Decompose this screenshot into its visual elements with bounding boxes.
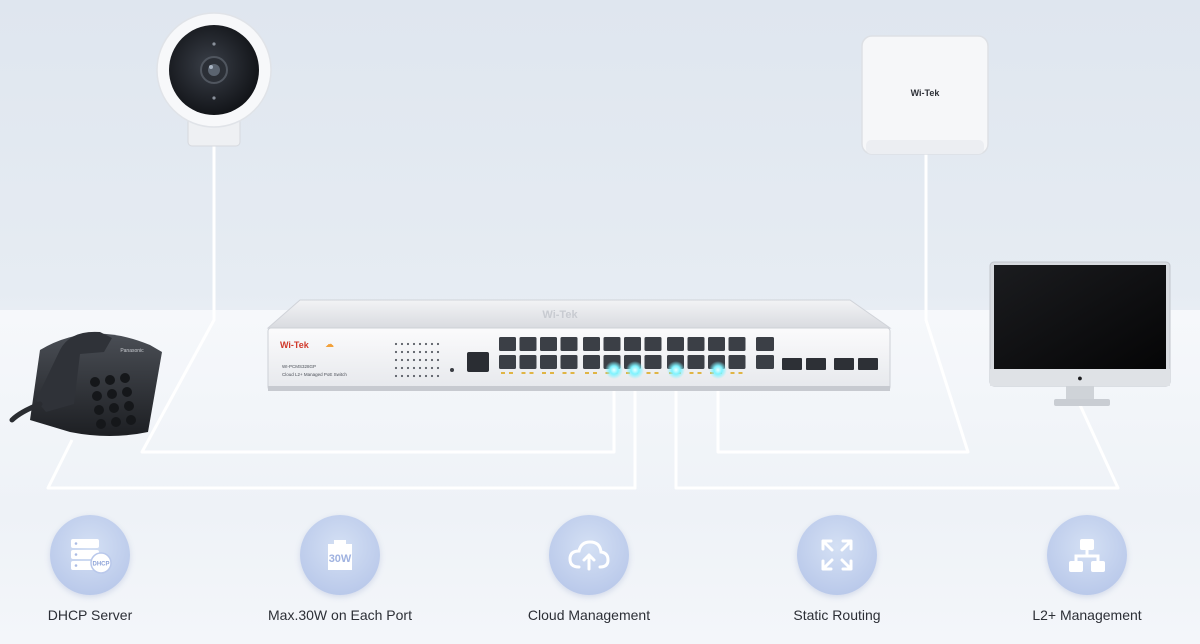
feature-l2-management: L2+ Management: [987, 515, 1187, 623]
rj45-port: [644, 355, 662, 369]
sfp-slot: [834, 358, 854, 370]
port-led: [593, 372, 597, 374]
rj45-port: [499, 337, 516, 351]
phone-brand: Panasonic: [120, 348, 144, 354]
rj45-port: [728, 355, 746, 369]
active-port-glow: [709, 361, 727, 379]
active-port-glow: [605, 361, 623, 379]
uplink-port: [756, 355, 774, 369]
sfp-slot: [806, 358, 826, 370]
power-30w-icon: 30W: [300, 515, 380, 595]
dhcp-badge-text: DHCP: [92, 562, 109, 568]
rj45-port: [667, 337, 684, 351]
power-badge-text: 30W: [329, 553, 352, 565]
active-port-glow: [667, 361, 685, 379]
rj45-port: [499, 355, 516, 369]
cloud-sync-icon: [549, 515, 629, 595]
phone-cable: [46, 374, 637, 490]
switch-top-brand: Wi-Tek: [542, 309, 578, 321]
access-point-cable: [716, 150, 970, 454]
desk-phone: Panasonic: [9, 331, 162, 436]
feature-label: Max.30W on Each Port: [268, 607, 412, 623]
rj45-port: [583, 337, 600, 351]
rj45-port: [687, 337, 705, 351]
port-led: [501, 372, 505, 374]
phone-keypad: [90, 373, 136, 429]
port-led: [689, 372, 694, 374]
feature-static-routing: Static Routing: [737, 515, 937, 623]
arrows-expand-icon: [797, 515, 877, 595]
switch-model: WI-PCMS328GP: [282, 364, 316, 369]
camera-cable: [140, 140, 616, 454]
port-led: [529, 372, 534, 374]
console-port: [467, 352, 489, 372]
rj45-port: [560, 355, 578, 369]
port-led: [585, 372, 589, 374]
port-led: [570, 372, 575, 374]
feature-row: DHCP DHCP Server 30W Max.30W on Each Por…: [0, 515, 1200, 644]
feature-max-power: 30W Max.30W on Each Port: [240, 515, 440, 623]
rj45-port: [540, 355, 557, 369]
rj45-port: [583, 355, 600, 369]
rj45-port: [708, 337, 725, 351]
apple-logo-icon: ●: [1077, 373, 1082, 383]
active-port-leds: [605, 361, 727, 379]
rj45-port: [519, 337, 537, 351]
feature-dhcp-server: DHCP DHCP Server: [0, 515, 190, 623]
rj45-port: [624, 337, 641, 351]
reset-button: [450, 368, 454, 372]
uplink-port: [756, 337, 774, 351]
active-port-glow: [626, 361, 644, 379]
cloud-logo-icon: ☁: [325, 339, 334, 349]
rj45-port: [728, 337, 746, 351]
rj45-port: [519, 355, 537, 369]
network-switch: Wi-Tek Wi-Tek ☁ WI-PCMS328GP Cloud L2+ M…: [266, 299, 892, 391]
port-led: [738, 372, 743, 374]
sfp-slot: [782, 358, 802, 370]
wireless-access-point: Wi-Tek: [861, 35, 989, 155]
network-diagram: Wi-Tek ● Panasonic Wi: [9, 12, 1171, 490]
port-led: [509, 372, 513, 374]
feature-label: L2+ Management: [1032, 607, 1142, 623]
port-led: [646, 372, 651, 374]
switch-brand-logo: Wi-Tek: [280, 340, 310, 350]
sfp-slot: [858, 358, 878, 370]
port-led: [562, 372, 567, 374]
ethernet-cables: [46, 140, 1120, 490]
status-led-matrix: [394, 342, 440, 378]
rj45-port: [644, 337, 662, 351]
network-hierarchy-icon: [1047, 515, 1127, 595]
port-led: [542, 372, 546, 374]
rj45-port: [560, 337, 578, 351]
sfp-ports: [782, 358, 878, 370]
switch-description: Cloud L2+ Managed PoE Switch: [282, 372, 347, 377]
feature-cloud-management: Cloud Management: [489, 515, 689, 623]
port-led: [654, 372, 659, 374]
desktop-monitor: ●: [989, 261, 1171, 406]
feature-label: Static Routing: [793, 607, 881, 623]
feature-label: Cloud Management: [527, 607, 651, 623]
port-led: [521, 372, 526, 374]
port-led: [550, 372, 554, 374]
rj45-port: [687, 355, 705, 369]
dhcp-server-icon: DHCP: [50, 515, 130, 595]
monitor-cable: [674, 374, 1120, 490]
access-point-brand: Wi-Tek: [911, 88, 941, 98]
feature-label: DHCP Server: [47, 607, 133, 623]
port-led: [697, 372, 702, 374]
rj45-port: [603, 337, 621, 351]
port-led: [730, 372, 735, 374]
rj45-port: [540, 337, 557, 351]
security-camera: [156, 12, 272, 147]
